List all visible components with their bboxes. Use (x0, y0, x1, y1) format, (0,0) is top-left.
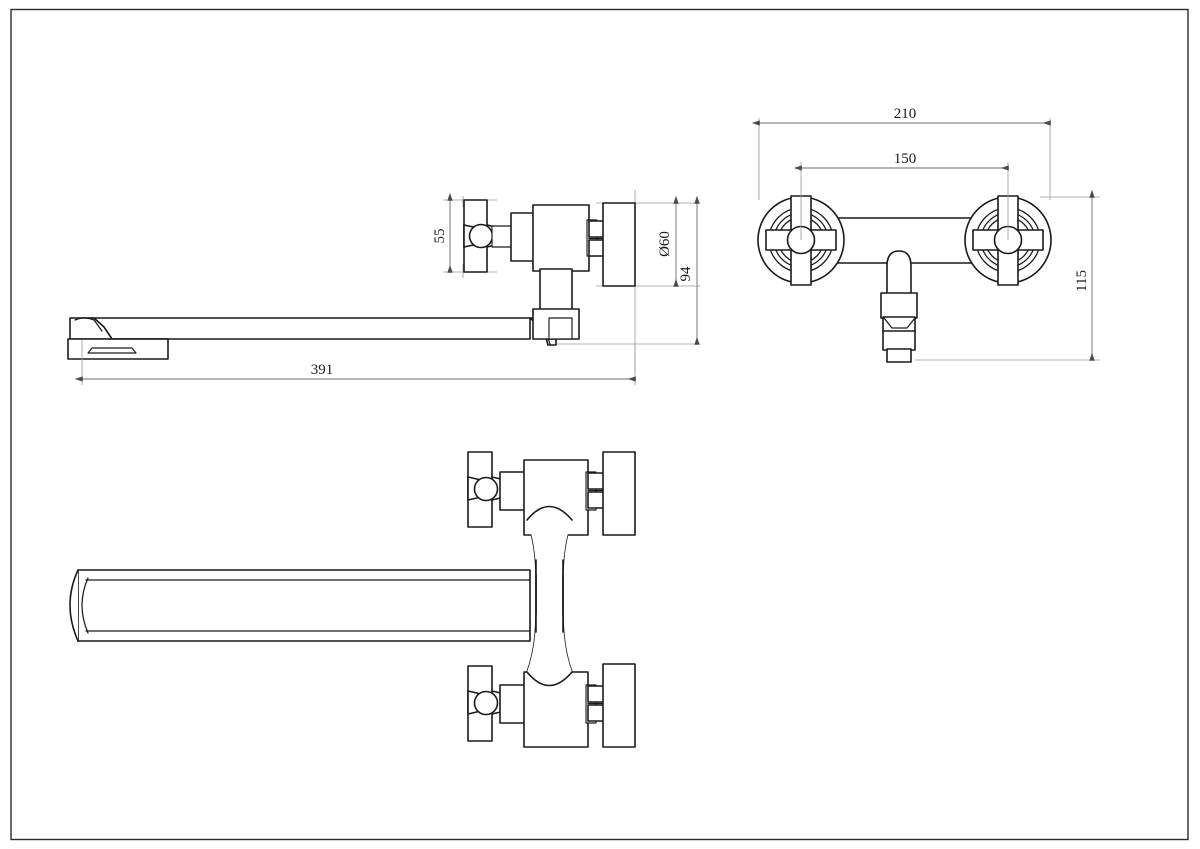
top-spout-tube (77, 569, 531, 642)
faucet-body-block (532, 204, 590, 272)
top-valve-bonnet-lower (499, 684, 526, 724)
top-spine-blend-upper (526, 505, 573, 521)
dimension-label-115: 115 (1074, 270, 1090, 292)
side-view: 55 Ø60 94 391 (67, 190, 700, 385)
wall-escutcheon-side (602, 202, 636, 287)
spout-tube (81, 317, 531, 340)
spout-aerator-nose (69, 317, 113, 340)
front-downspout-collar (880, 292, 918, 319)
top-valve-assembly-upper (467, 451, 636, 575)
top-spine-blend-lower-fill (527, 615, 572, 672)
dimension-label-210: 210 (894, 106, 917, 122)
top-escutcheon-lower (602, 663, 636, 748)
body-outlet-slot (548, 317, 573, 340)
sheet-border (10, 8, 1189, 841)
front-downspout-neck (886, 250, 912, 296)
top-spine-blend-lower (526, 671, 573, 687)
top-spout-end-inner (81, 577, 89, 634)
dimension-label-94: 94 (678, 266, 694, 282)
dimension-inlet-centers: 150 (793, 151, 1009, 240)
valve-bonnet (510, 212, 536, 262)
top-handle-hub-lower (473, 690, 499, 716)
top-valve-bonnet-upper (499, 471, 526, 511)
dimension-escutcheon-diameter: Ø60 (657, 195, 679, 287)
dimension-overall-width: 210 (751, 106, 1051, 200)
dimension-label-55: 55 (432, 229, 448, 244)
spout-nose-curve (74, 317, 103, 332)
body-neck (539, 268, 573, 312)
dimension-spout-length: 391 (74, 340, 636, 385)
dimension-label-150: 150 (894, 151, 917, 167)
front-aerator-mid (882, 330, 916, 351)
top-spine-blend-upper-fill (527, 520, 572, 575)
handle-hub-circle (468, 223, 494, 249)
front-view: 210 150 115 (751, 106, 1100, 363)
top-view (69, 451, 636, 748)
top-escutcheon-upper (602, 451, 636, 536)
top-valve-assembly-lower (467, 615, 636, 748)
front-aerator-chamfer (883, 317, 916, 329)
dimension-label-d60: Ø60 (657, 231, 673, 257)
top-spout-end-cap (69, 569, 79, 642)
spout-aerator-slot (87, 347, 137, 354)
dimension-handle-height: 55 (432, 192, 453, 273)
front-aerator-tip (886, 348, 912, 363)
top-handle-hub-upper (473, 476, 499, 502)
dimension-front-height: 115 (915, 189, 1100, 361)
dimension-label-391: 391 (311, 362, 334, 378)
handle-stem-short (491, 225, 513, 248)
dimension-body-height: 94 (678, 195, 700, 345)
